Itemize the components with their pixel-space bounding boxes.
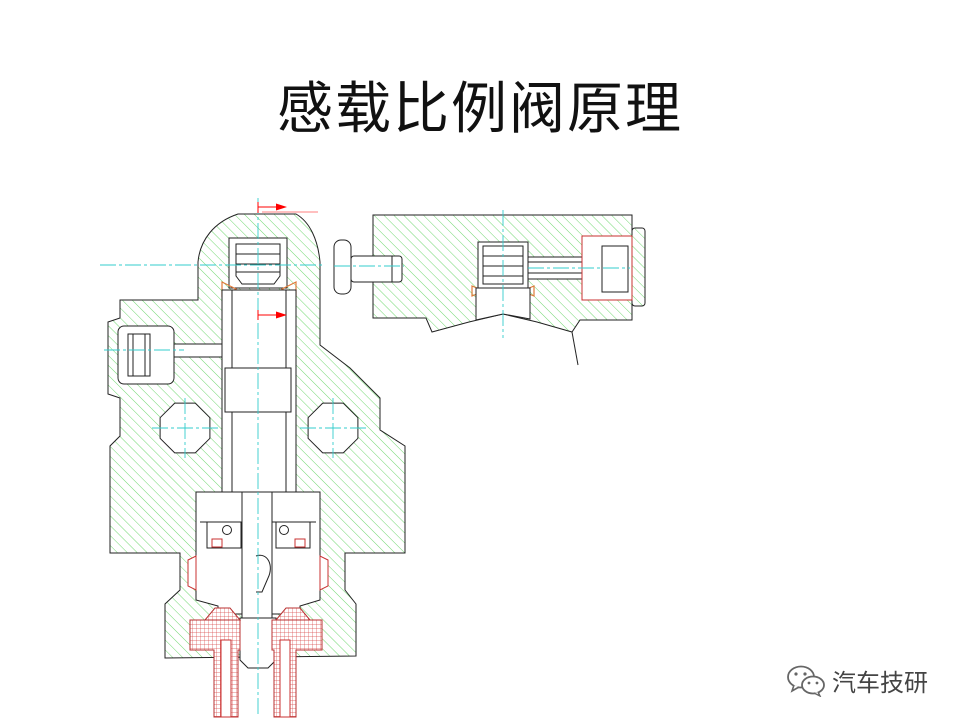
check-ball-left: [222, 525, 232, 535]
pipe-fitting-left: [189, 607, 242, 718]
check-ball-right: [279, 525, 289, 535]
push-rod-head: [333, 239, 352, 295]
wechat-icon: [787, 665, 825, 697]
push-rod: [333, 239, 403, 295]
fitting-bore-left: [220, 639, 232, 718]
arrow-head: [276, 311, 287, 319]
left-port-channel: [173, 343, 223, 358]
left-port-insert: [127, 333, 151, 377]
watermark-text: 汽车技研: [832, 668, 928, 697]
seat-seal-right: [294, 538, 306, 548]
piston-rod-lower: [231, 411, 287, 493]
fitting-body-left: [189, 619, 241, 718]
piston-rod-upper: [231, 289, 287, 369]
right-valve-section: [333, 210, 646, 366]
arrow-head: [276, 203, 287, 211]
neck-seal-left: [187, 555, 197, 591]
valve-stem-hook: [255, 554, 271, 593]
seat-seal-left: [211, 538, 223, 548]
break-line: [571, 331, 579, 366]
neck-seal-right: [319, 555, 329, 591]
slide-title: 感载比例阀原理: [277, 77, 683, 142]
left-valve-section: [100, 198, 406, 718]
watermark: 汽车技研: [786, 660, 928, 700]
push-rod-shaft: [350, 255, 403, 283]
right-channel-pin: [527, 261, 583, 274]
fitting-bore-right: [279, 639, 291, 718]
right-port-insert: [601, 245, 629, 293]
section-arrow-middle: [257, 310, 287, 320]
right-end-flange: [631, 227, 646, 307]
section-arrow-top: [257, 202, 318, 213]
pipe-fitting-right: [271, 607, 323, 718]
